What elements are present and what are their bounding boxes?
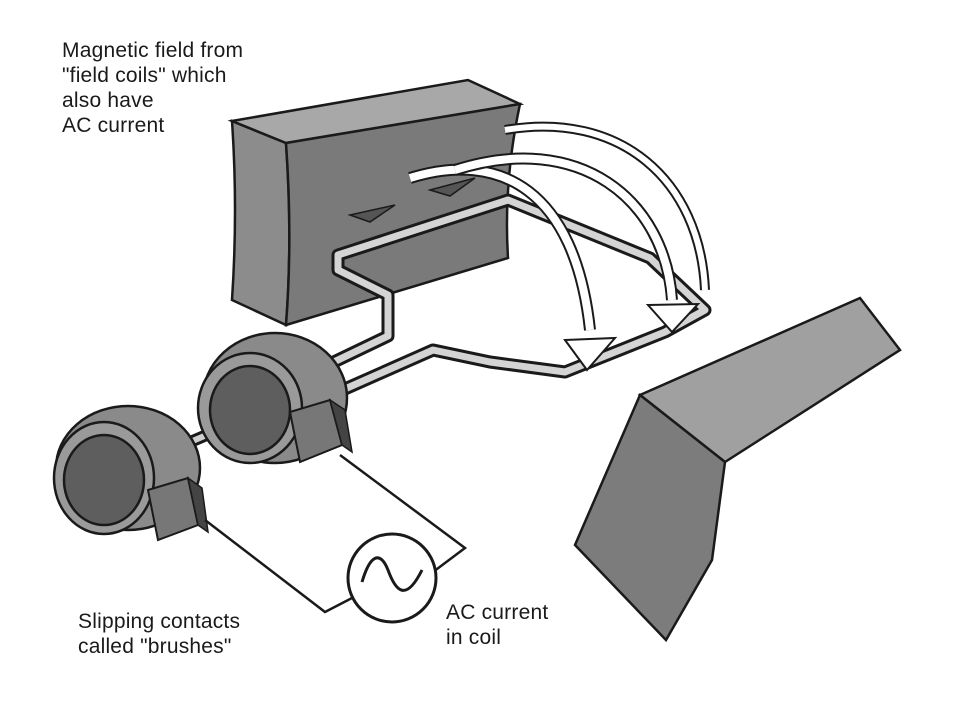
slip-ring-back — [196, 331, 354, 465]
ac-label-line-2: in coil — [446, 626, 502, 649]
field-coils-label: Magnetic field from "field coils" which … — [62, 38, 243, 138]
brushes-label-line-1: Slipping contacts — [78, 610, 241, 633]
ac-current-label: AC current in coil — [446, 600, 548, 650]
brushes-label-line-2: called "brushes" — [78, 635, 232, 658]
field-label-line-1: Magnetic field from — [62, 39, 244, 62]
rotating-coil — [258, 193, 712, 412]
field-arrows — [347, 121, 710, 372]
brushes-label: Slipping contacts called "brushes" — [78, 609, 240, 659]
field-label-line-3: also have — [62, 89, 154, 112]
slip-ring-front — [52, 404, 209, 542]
field-label-line-4: AC current — [62, 114, 165, 137]
field-label-line-2: "field coils" which — [62, 64, 227, 87]
ac-label-line-1: AC current — [446, 601, 549, 624]
right-magnet-pole — [573, 296, 902, 643]
sine-wave-icon — [346, 532, 438, 624]
external-circuit — [204, 453, 468, 614]
